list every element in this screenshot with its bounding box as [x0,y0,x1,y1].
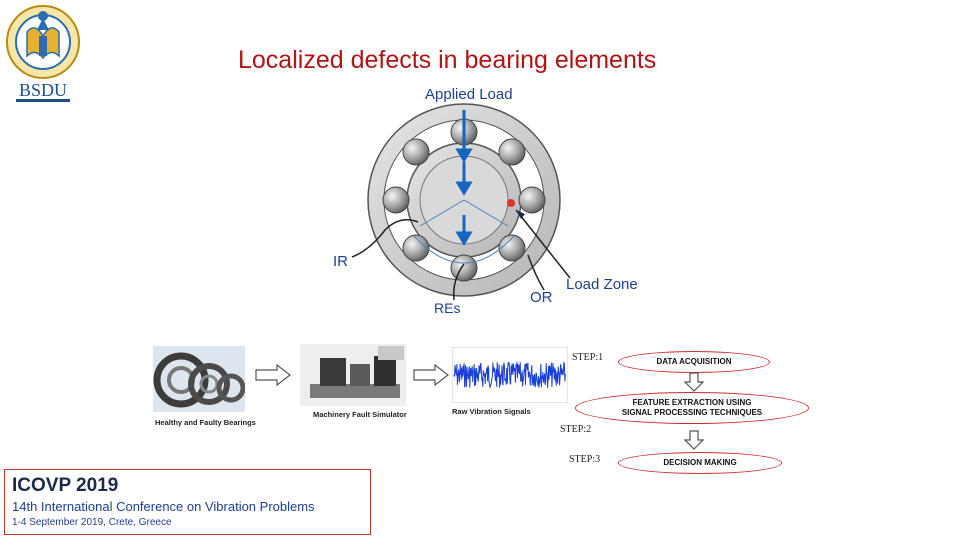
healthy-bearings-caption: Healthy and Faulty Bearings [155,418,256,427]
applied-load-label: Applied Load [425,86,513,103]
conference-subtitle: 14th International Conference on Vibrati… [12,499,315,514]
conference-box [4,469,371,535]
logo-text: BSDU [19,80,67,100]
conference-date: 1-4 September 2019, Crete, Greece [12,517,172,528]
conference-name: ICOVP 2019 [12,475,119,496]
bsdu-logo: BSDU [6,5,80,102]
signals-caption: Raw Vibration Signals [452,407,531,416]
simulator-caption: Machinery Fault Simulator [313,410,407,419]
ir-label: IR [333,253,348,270]
feature-extraction-line2: SIGNAL PROCESSING TECHNIQUES [621,408,763,417]
flow-arrow-1 [255,364,291,386]
feature-extraction-oval: FEATURE EXTRACTION USING SIGNAL PROCESSI… [575,392,809,424]
feature-extraction-line1: FEATURE EXTRACTION USING [632,398,752,407]
step-arrow-2 [684,430,704,450]
data-acquisition-text: DATA ACQUISITION [656,357,732,366]
load-zone-label: Load Zone [566,276,638,293]
step-1-label: STEP:1 [572,352,604,363]
data-acquisition-oval: DATA ACQUISITION [618,351,770,373]
bearing-diagram [351,103,571,301]
applied-load-arrows [455,110,473,246]
bearings-photo [153,346,245,412]
or-label: OR [530,289,553,306]
res-label: REs [434,300,461,316]
step-2-label: STEP:2 [560,424,592,435]
step-arrow-1 [684,372,704,392]
slide-title: Localized defects in bearing elements [238,46,657,74]
fault-simulator-photo [300,344,406,406]
decision-making-oval: DECISION MAKING [618,452,782,474]
decision-making-text: DECISION MAKING [663,458,737,467]
vibration-signal-plot [452,347,568,403]
defect-marker [507,199,515,207]
flow-arrow-2 [413,364,449,386]
step-3-label: STEP:3 [569,454,601,465]
